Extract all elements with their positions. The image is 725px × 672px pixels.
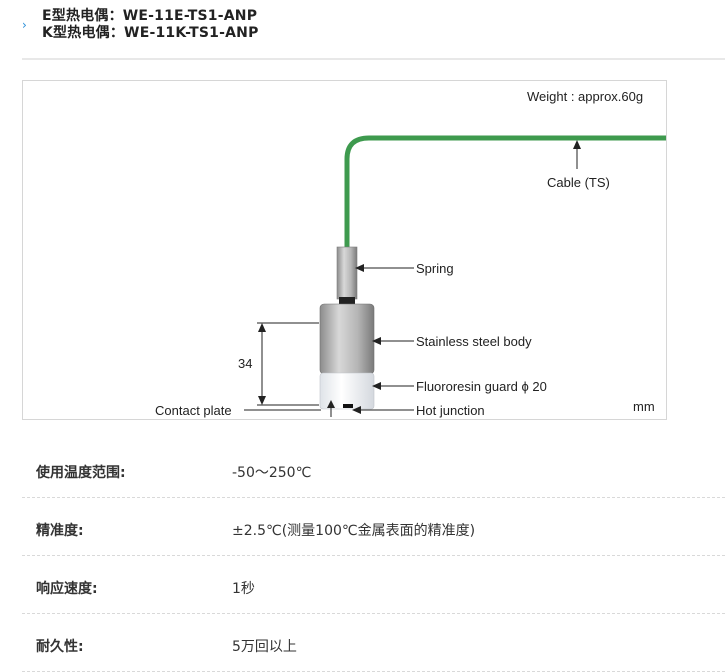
contact-plate-label: Contact plate (155, 403, 232, 418)
spring-sleeve (336, 246, 358, 300)
product-header: › E型热电偶：WE-11E-TS1-ANP K型热电偶：WE-11K-TS1-… (22, 8, 725, 60)
product-diagram: Weight : approx.60g Cable (TS) Spring St… (22, 80, 667, 420)
chevron-right-icon: › (22, 18, 27, 32)
spec-row: 耐久性: 5万回以上 (22, 614, 725, 672)
weight-label: Weight : approx.60g (527, 89, 644, 104)
spec-value: 5万回以上 (232, 639, 297, 655)
thermocouple-drawing (244, 135, 666, 417)
spec-table: 使用温度范围: -50～250℃ 精准度: ±2.5℃(测量100℃金属表面的精… (22, 440, 725, 672)
steel-body (319, 303, 375, 375)
hot-junction-tip (343, 404, 353, 408)
spec-label: 响应速度: (36, 581, 98, 597)
spec-value: -50～250℃ (232, 465, 312, 481)
spec-label: 耐久性: (36, 639, 84, 655)
cable-label: Cable (TS) (547, 175, 610, 190)
spec-value: ±2.5℃(测量100℃金属表面的精准度) (232, 523, 476, 539)
model-k-type: K型热电偶：WE-11K-TS1-ANP (42, 25, 259, 41)
hot-junction-label: Hot junction (416, 403, 485, 418)
guard-label: Fluororesin guard ϕ 20 (416, 379, 547, 394)
spec-row: 响应速度: 1秒 (22, 556, 725, 614)
resin-guard (319, 372, 375, 410)
spec-row: 精准度: ±2.5℃(测量100℃金属表面的精准度) (22, 498, 725, 556)
spring-label: Spring (416, 261, 454, 276)
spec-value: 1秒 (232, 581, 255, 597)
o-ring (339, 297, 355, 304)
model-e-type: E型热电偶：WE-11E-TS1-ANP (42, 8, 258, 24)
dimension-label: 34 (238, 356, 253, 371)
spec-label: 使用温度范围: (36, 465, 126, 481)
spec-row: 使用温度范围: -50～250℃ (22, 440, 725, 498)
unit-label: mm (633, 399, 655, 414)
spec-label: 精准度: (36, 523, 84, 539)
cable-shape (344, 135, 666, 249)
body-label: Stainless steel body (416, 334, 532, 349)
